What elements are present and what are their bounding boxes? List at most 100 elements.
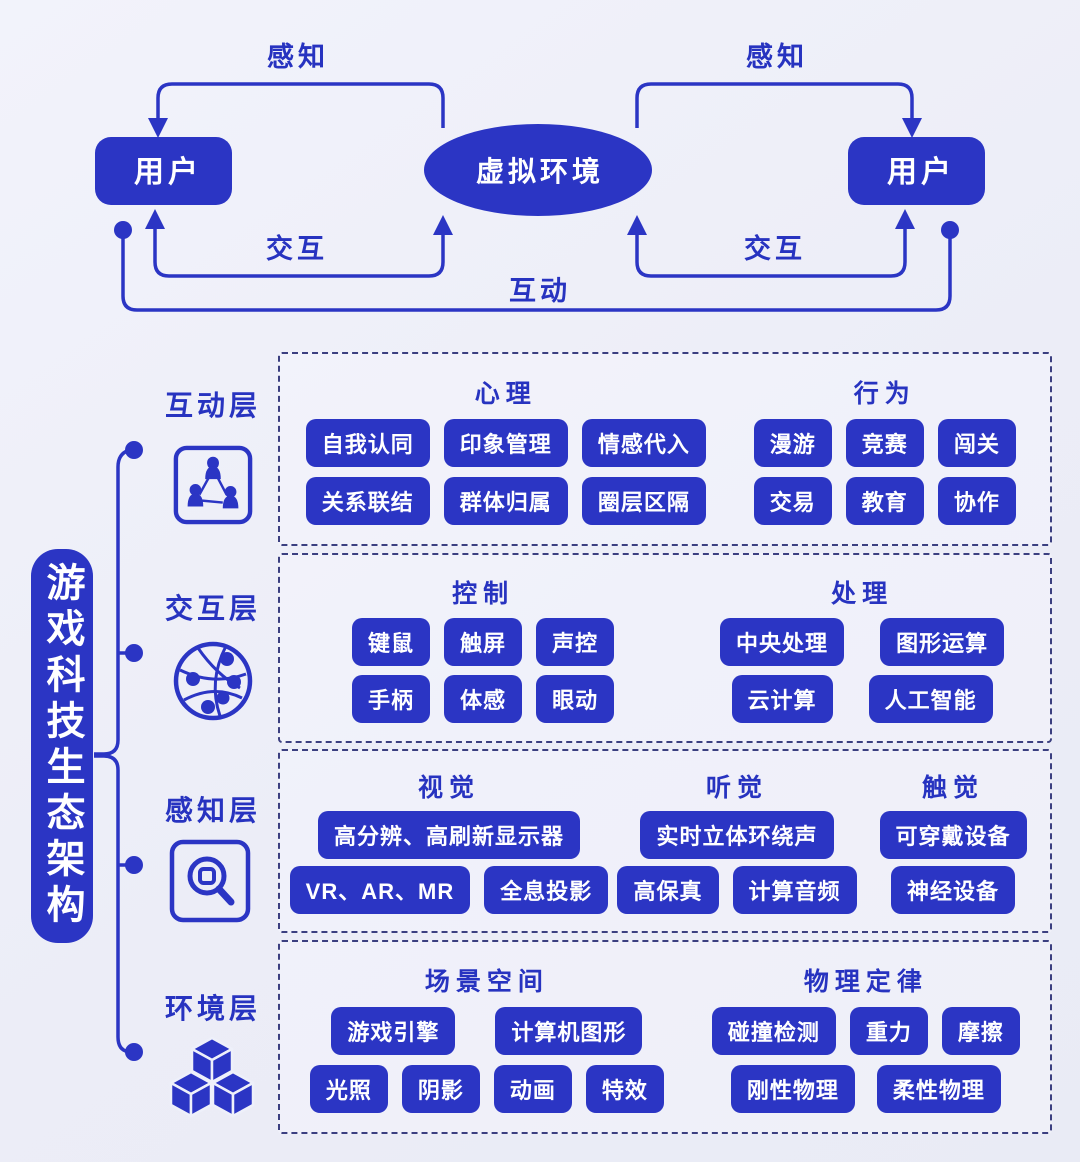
tag-row: VR、AR、MR 全息投影	[289, 866, 609, 914]
layer-label-perception: 感知层	[164, 795, 261, 826]
tag: 高分辨、高刷新显示器	[317, 811, 580, 859]
group-hearing: 听觉 实时立体环绕声 高保真 计算音频	[612, 761, 862, 921]
perception-left-arrow-line	[156, 82, 445, 128]
tag: 声控	[536, 618, 615, 666]
tag-row: 游戏引擎 计算机图形	[331, 1007, 643, 1055]
rail-lower-line	[94, 754, 131, 1054]
arrow-down-icon	[902, 118, 922, 138]
arrow-up-icon	[145, 209, 165, 229]
group-header: 视觉	[417, 774, 480, 802]
group-header: 场景空间	[424, 967, 549, 996]
sidebar-title: 游戏科技生态架构	[31, 549, 93, 943]
layer-panel-control: 控制 键鼠 触屏 声控 手柄 体感 眼动 处理 中央处理 图形运算 云计算 人工…	[278, 553, 1052, 743]
tag: 计算音频	[732, 866, 857, 914]
rail-upper-line	[94, 448, 131, 756]
interaction-right-arrow-line	[635, 228, 907, 278]
tag-row: 键鼠 触屏 声控	[352, 618, 615, 666]
tag-row: 交易 教育 协作	[753, 476, 1016, 525]
tag: 漫游	[753, 419, 832, 467]
layer-label-interaction: 互动层	[164, 390, 261, 421]
tag-row: 自我认同 印象管理 情感代入	[305, 419, 706, 467]
group-processing: 处理 中央处理 图形运算 云计算 人工智能	[680, 565, 1044, 731]
tag: 教育	[845, 476, 924, 525]
tag: 协作	[937, 476, 1016, 525]
group-header: 物理定律	[803, 967, 928, 996]
tag: 光照	[309, 1064, 388, 1113]
mutual-connector-line	[121, 237, 952, 312]
user-node-left	[95, 137, 232, 205]
group-behavior: 行为 漫游 竞赛 闯关 交易 教育 协作	[726, 364, 1044, 534]
tag: 闯关	[937, 419, 1016, 467]
tag: 高保真	[617, 866, 719, 914]
layer-label-control: 交互层	[164, 593, 261, 624]
tag-row: 中央处理 图形运算	[720, 618, 1005, 666]
layer-rail	[94, 441, 143, 1061]
perception-left-label: 感知	[267, 41, 329, 72]
tag: 情感代入	[581, 419, 706, 467]
tag-row: 高分辨、高刷新显示器	[317, 811, 580, 859]
group-header: 控制	[452, 579, 515, 608]
tag: 阴影	[401, 1064, 480, 1113]
layer-panel-environment: 场景空间 游戏引擎 计算机图形 光照 阴影 动画 特效 物理定律 碰撞检测 重力…	[278, 940, 1052, 1134]
interaction-left-label: 交互	[266, 233, 328, 264]
rail-dot	[125, 644, 143, 662]
perception-right-label: 感知	[746, 41, 808, 72]
people-network-icon	[173, 445, 253, 525]
tag: 圈层区隔	[581, 476, 706, 525]
tag-row: 关系联结 群体归属 圈层区隔	[305, 476, 706, 525]
tag: 游戏引擎	[331, 1007, 456, 1055]
tag-row: 实时立体环绕声	[640, 811, 834, 859]
tag: 竞赛	[845, 419, 924, 467]
user-node-right	[848, 137, 985, 205]
tag: 实时立体环绕声	[640, 811, 834, 859]
tag: 全息投影	[484, 866, 609, 914]
tag-row: 高保真 计算音频	[617, 866, 857, 914]
interaction-right-label: 交互	[744, 233, 806, 264]
tag: 群体归属	[443, 476, 568, 525]
globe-network-icon	[173, 641, 253, 721]
tag: 柔性物理	[876, 1064, 1001, 1113]
group-touch: 触觉 可穿戴设备 神经设备	[862, 761, 1044, 921]
group-header: 听觉	[705, 774, 768, 802]
tag: 图形运算	[880, 618, 1005, 666]
virtual-environment-label: 虚拟环境	[476, 156, 604, 187]
arrow-up-icon	[627, 215, 647, 235]
tag: 自我认同	[305, 419, 430, 467]
tag: VR、AR、MR	[289, 866, 471, 914]
group-header: 触觉	[922, 774, 985, 802]
rail-dot	[125, 1043, 143, 1061]
rail-dot	[125, 441, 143, 459]
tag: 触屏	[444, 618, 523, 666]
layer-label-environment: 环境层	[164, 993, 261, 1024]
layer-panel-perception: 视觉 高分辨、高刷新显示器 VR、AR、MR 全息投影 听觉 实时立体环绕声 高…	[278, 749, 1052, 933]
tag: 关系联结	[305, 476, 430, 525]
tag-row: 刚性物理 柔性物理	[730, 1064, 1001, 1113]
connector-dot	[941, 221, 959, 239]
tag: 体感	[444, 674, 523, 723]
tag: 眼动	[536, 674, 615, 723]
group-scene-space: 场景空间 游戏引擎 计算机图形 光照 阴影 动画 特效	[286, 952, 688, 1122]
tag: 神经设备	[891, 866, 1016, 914]
tag-row: 光照 阴影 动画 特效	[309, 1064, 664, 1113]
tag-row: 漫游 竞赛 闯关	[753, 419, 1016, 467]
cubes-icon	[169, 1036, 255, 1118]
group-control: 控制 键鼠 触屏 声控 手柄 体感 眼动	[286, 565, 680, 731]
group-psychology: 心理 自我认同 印象管理 情感代入 关系联结 群体归属 圈层区隔	[286, 364, 726, 534]
tag: 可穿戴设备	[879, 811, 1027, 859]
tag: 交易	[753, 476, 832, 525]
rail-dot	[125, 856, 143, 874]
tag: 键鼠	[352, 618, 431, 666]
interaction-left-arrow-line	[153, 228, 445, 278]
tag: 动画	[493, 1064, 572, 1113]
tag: 人工智能	[868, 674, 993, 723]
tag-row: 云计算 人工智能	[731, 674, 993, 723]
tag-row: 手柄 体感 眼动	[352, 674, 615, 723]
tag: 重力	[849, 1007, 928, 1055]
arrow-up-icon	[895, 209, 915, 229]
magnifier-icon	[169, 839, 251, 923]
tag: 印象管理	[443, 419, 568, 467]
mutual-label: 互动	[509, 276, 571, 306]
tag: 计算机图形	[495, 1007, 643, 1055]
group-header: 处理	[831, 579, 894, 608]
tag: 摩擦	[941, 1007, 1020, 1055]
